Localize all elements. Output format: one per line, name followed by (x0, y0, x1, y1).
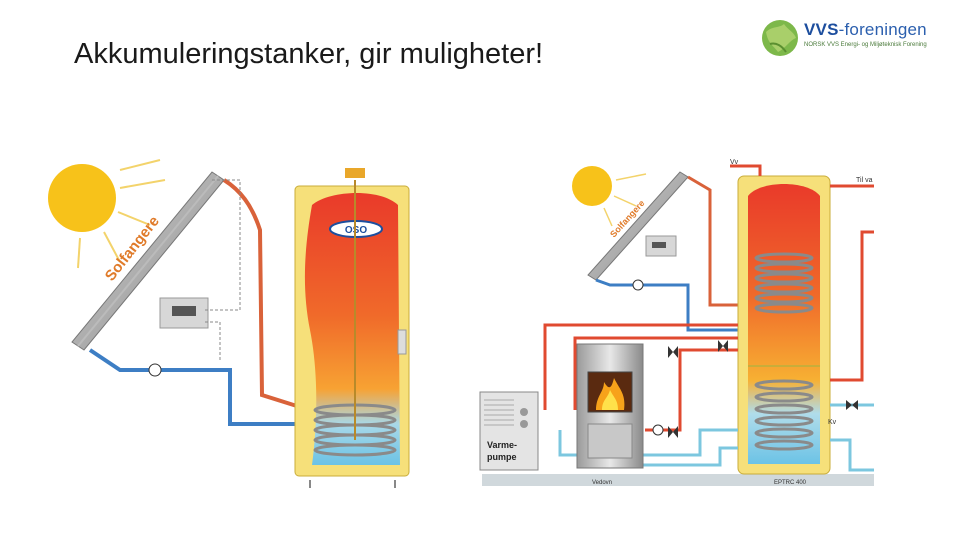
valve-icon (846, 400, 858, 410)
heatpump-label-2: pumpe (487, 452, 517, 462)
sun-icon (572, 166, 647, 227)
page-title: Akkumuleringstanker, gir muligheter! (74, 38, 544, 70)
pump-icon-stove (652, 424, 664, 436)
heat-pump (479, 391, 539, 471)
solar-cold-pipe (595, 278, 740, 332)
tank-badge: OSO (345, 225, 367, 236)
lower-coil-right (754, 379, 814, 451)
accumulator-tank-right (737, 175, 831, 475)
label-kv: Kv (828, 419, 837, 426)
pump-icon-left (148, 363, 162, 377)
label-vedovn: Vedovn (592, 480, 612, 486)
floor (482, 474, 874, 486)
controller-box-right (645, 235, 677, 257)
heating-return-pipe (558, 428, 738, 457)
tank-model-label: EPTRC 400 (774, 480, 807, 486)
heating-supply-pipe (543, 323, 738, 410)
wood-stove (576, 343, 644, 469)
hot-water-out-pipe (730, 164, 762, 176)
logo-tagline: NORSK VVS Energi- og Miljøteknisk Foreni… (804, 42, 927, 48)
return-pipe-right (830, 230, 874, 382)
hot-pipe-left (222, 178, 301, 409)
accumulator-tank-left: OSO (294, 168, 410, 488)
solar-collector-left (71, 171, 225, 351)
globe-icon (762, 20, 798, 56)
upper-coil-right (754, 252, 814, 314)
label-til-va: Til va (856, 177, 873, 184)
logo-brand-rest: -foreningen (838, 20, 927, 39)
heatpump-label-1: Varme- (487, 440, 517, 450)
pump-icon-solar (632, 279, 644, 291)
controller-box-left (159, 297, 209, 329)
valve-icon (668, 340, 728, 438)
logo-wordmark: VVS-foreningen (804, 20, 927, 40)
solar-hot-pipe (687, 175, 740, 307)
label-vv: Vv (730, 159, 739, 166)
vvs-logo: VVS-foreningen NORSK VVS Energi- og Milj… (760, 16, 950, 62)
sun-icon (48, 159, 166, 269)
cold-pipe-left (88, 348, 300, 426)
logo-brand: VVS (804, 20, 839, 39)
